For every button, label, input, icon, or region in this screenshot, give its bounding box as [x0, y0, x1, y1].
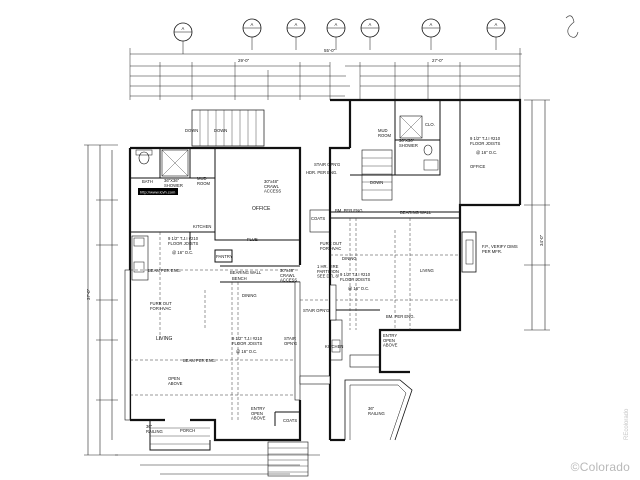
- room-label-shower-right: 36"X36"SHOWER: [399, 138, 418, 148]
- room-label-coats: COATS: [283, 418, 297, 423]
- room-label-living: LIVING: [156, 336, 173, 342]
- grid-marker: A: [242, 18, 262, 50]
- watermark: ©Colorado: [570, 460, 630, 474]
- grid-marker-label: A: [295, 22, 298, 27]
- joist-spacing-note: @ 16" O.C.: [476, 150, 497, 155]
- joist-spacing-note: @ 16" O.C.: [236, 349, 257, 354]
- grid-marker-label: A: [369, 22, 372, 27]
- room-label-living-right: LIVING: [420, 268, 434, 273]
- room-label-bearing-wall: BEARING WALL: [230, 270, 262, 275]
- stair-down-label: DOWN: [214, 128, 227, 133]
- right-unit-walls: [309, 98, 522, 442]
- room-label-flue: FLUE: [247, 237, 258, 242]
- room-label-office: OFFICE: [252, 206, 271, 212]
- joist-spacing-note: @ 16" O.C.: [172, 250, 193, 255]
- grid-markers: A A A A A A A: [173, 18, 506, 54]
- grid-marker: A: [173, 22, 193, 54]
- dim-top-total: 55'-0": [324, 48, 336, 53]
- room-label-bm-per-eng-right: BM. PER ENG.: [386, 314, 415, 319]
- website-label: http://www.lcvh.com: [140, 190, 176, 195]
- joist-spacing-note: @ 16" O.C.: [348, 286, 369, 291]
- room-label-porch: PORCH: [180, 428, 195, 433]
- room-label-kitchen: KITCHEN: [193, 224, 211, 229]
- grid-marker: A: [486, 18, 506, 50]
- right-unit-beams: [300, 218, 460, 330]
- grid-marker-label: A: [182, 26, 185, 31]
- top-dimension-lines: 55'-0" 29'-0" 27'-0": [129, 48, 522, 100]
- room-label-office-right: OFFICE: [470, 164, 486, 169]
- room-label-header-per-eng: HDR. PER ENG.: [306, 170, 337, 175]
- room-label-bath: BATH: [142, 179, 153, 184]
- room-label-pantry: PANTRY: [216, 254, 233, 259]
- grid-marker-label: A: [251, 22, 254, 27]
- room-label-coats-right: COATS: [311, 216, 325, 221]
- room-label-closet: CLO.: [425, 122, 435, 127]
- website-sticker: http://www.lcvh.com: [138, 188, 178, 195]
- left-stairs: DOWN DOWN: [185, 109, 265, 147]
- room-label-kitchen-right: KITCHEN: [325, 344, 343, 349]
- dim-right-total: 34'-0": [539, 234, 544, 246]
- left-porch: [149, 420, 309, 477]
- side-watermark: REcolorado: [624, 408, 630, 440]
- left-wall-hatching: [124, 269, 301, 421]
- room-label-dining: DINING: [242, 293, 257, 298]
- right-railing: [344, 379, 413, 441]
- grid-marker: A: [326, 18, 346, 50]
- room-label-stair-opening-right: STAIR OPN'G: [314, 162, 340, 167]
- fireplace: [461, 231, 477, 273]
- right-bath-fixtures: [399, 115, 439, 171]
- left-unit-beams: [130, 232, 300, 420]
- grid-marker: A: [360, 18, 380, 50]
- room-label-bench: BENCH: [232, 276, 247, 281]
- left-kitchen-counter: [131, 235, 149, 281]
- room-label-railing: 36"RAILING: [146, 424, 163, 434]
- dim-top-left: 29'-0": [238, 58, 250, 63]
- room-label-railing-right: 36"RAILING: [368, 406, 385, 416]
- room-label-dining-right: DINING: [342, 256, 357, 261]
- grid-marker: A: [421, 18, 441, 50]
- dim-top-right: 27'-0": [432, 58, 444, 63]
- left-unit-walls: [128, 146, 302, 442]
- north-arrow-icon: [565, 15, 579, 38]
- room-label-stair-opening-mid: STAIR OPN'G: [303, 308, 329, 313]
- grid-marker-label: A: [495, 22, 498, 27]
- right-wall-hatching: [299, 284, 337, 385]
- grid-marker-label: A: [335, 22, 338, 27]
- room-label-down: DOWN: [370, 180, 383, 185]
- room-label-bearing-wall-right: BEARING WALL: [400, 210, 432, 215]
- room-label-bm-per-eng: BM. PER ENG.: [335, 208, 364, 213]
- grid-marker-label: A: [430, 22, 433, 27]
- bottom-dimension-lines: [115, 454, 320, 475]
- grid-marker: A: [286, 18, 306, 50]
- dim-left-total: 37'-0": [86, 288, 91, 300]
- room-label-shower: 36"X36"SHOWER: [164, 178, 183, 188]
- left-bath-fixtures: [135, 149, 189, 177]
- room-label-beam-per-eng: BEAM PER ENG.: [183, 358, 216, 363]
- stair-down-label: DOWN: [185, 128, 198, 133]
- left-dimension-lines: 37'-0": [84, 144, 118, 456]
- room-label-beam-per-eng: BEAM PER ENG.: [148, 268, 181, 273]
- right-dimension-lines: 34'-0": [524, 99, 550, 331]
